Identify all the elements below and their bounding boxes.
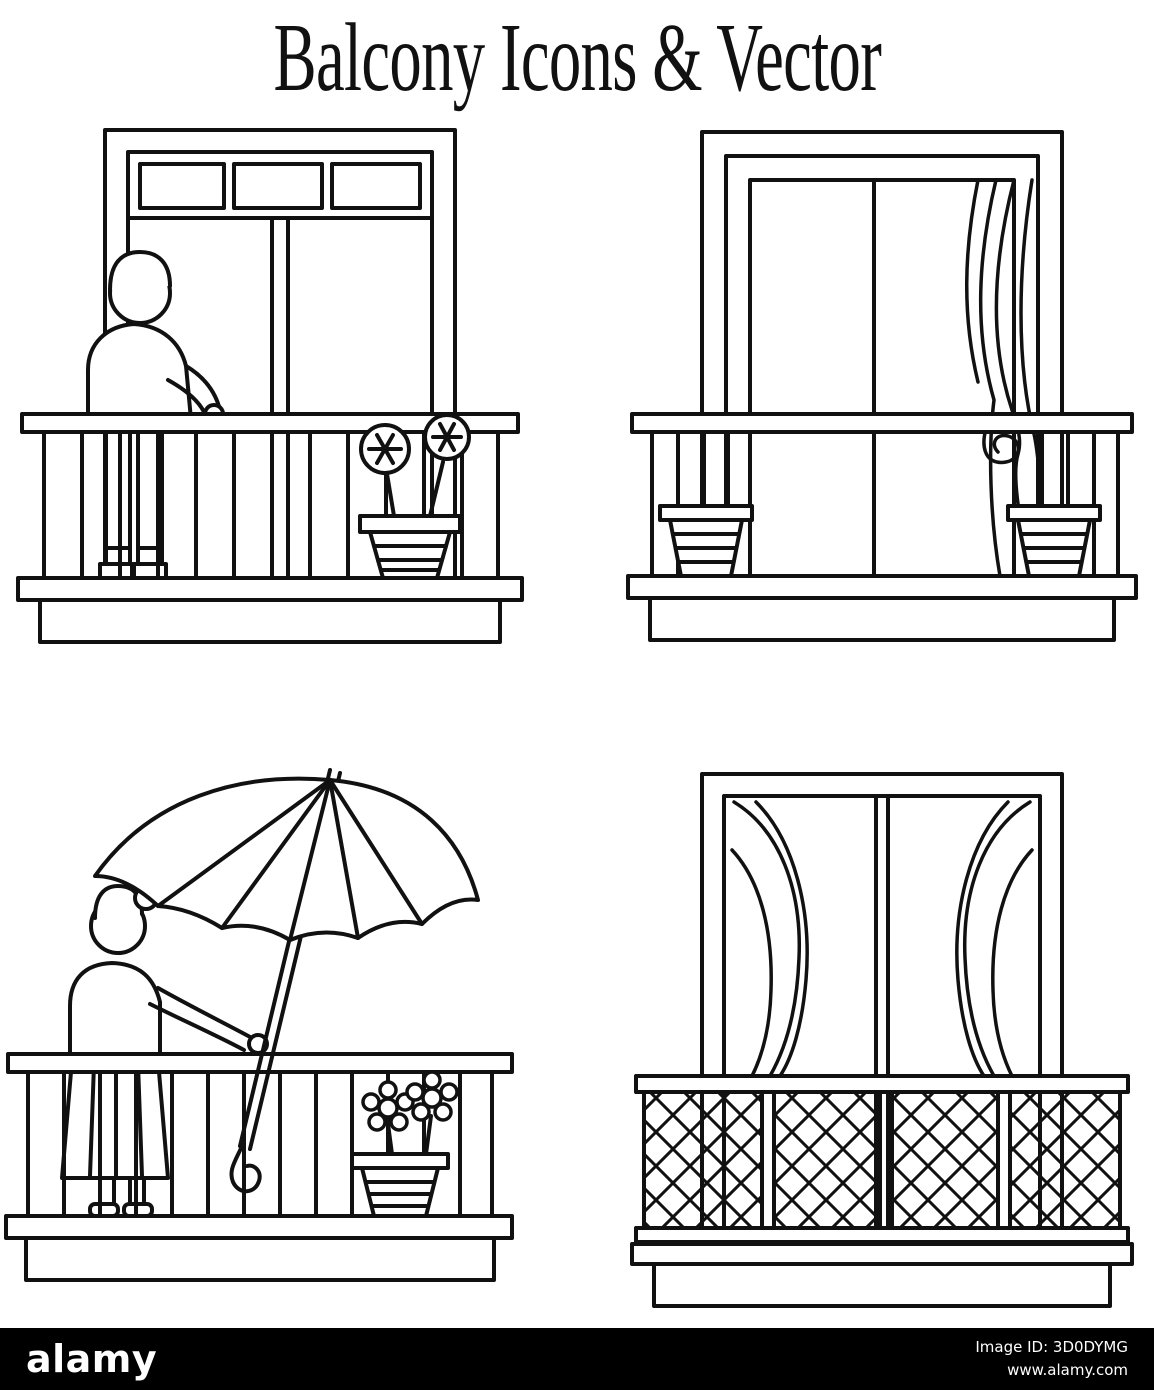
left-plant-pot	[658, 504, 754, 578]
alamy-logo: alamy	[26, 1337, 158, 1381]
balcony-with-umbrella-drawing	[4, 768, 514, 1282]
balcony-base	[16, 576, 524, 644]
umbrella	[93, 768, 480, 1194]
balcony-with-lattice-drawing	[630, 772, 1134, 1308]
image-id: Image ID: 3D0DYMG	[975, 1337, 1128, 1356]
balcony-with-umbrella-icon	[0, 758, 520, 1318]
lattice-railing	[634, 1074, 1130, 1244]
balcony-with-lattice-railing-icon	[622, 758, 1142, 1318]
alamy-url: www.alamy.com	[1007, 1361, 1128, 1379]
flower-pot	[358, 413, 471, 580]
balcony-with-curtain-drawing	[626, 130, 1138, 642]
balcony-with-person-drawing	[16, 128, 524, 644]
right-plant-pot	[1006, 504, 1102, 578]
curtains	[730, 800, 1034, 1078]
balcony-base	[4, 1214, 514, 1282]
balcony-with-curtain-and-pots-icon	[622, 118, 1142, 678]
flower-pot	[350, 1070, 459, 1218]
balcony-with-person-icon	[10, 118, 530, 678]
daisy-flower	[361, 1070, 459, 1132]
watermark-bar: alamy Image ID: 3D0DYMG www.alamy.com	[0, 1328, 1154, 1390]
person	[60, 884, 269, 1218]
page-title-text: Balcony Icons & Vector	[273, 4, 881, 112]
balcony-base	[626, 574, 1138, 642]
image-meta: Image ID: 3D0DYMG www.alamy.com	[975, 1336, 1128, 1383]
page-title: Balcony Icons & Vector	[0, 2, 1154, 114]
balcony-base	[630, 1242, 1134, 1308]
